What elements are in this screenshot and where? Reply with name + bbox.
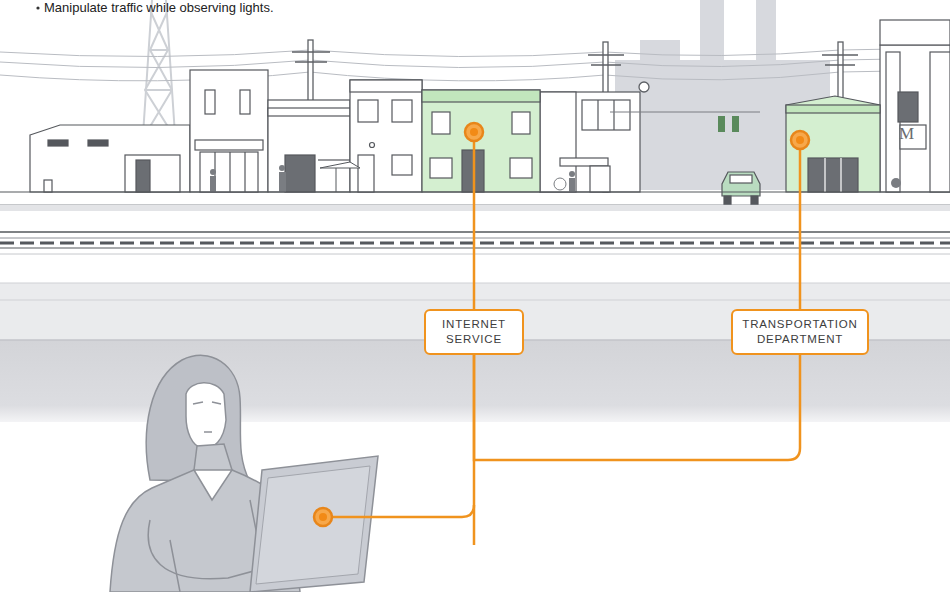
label-box: TRANSPORTATION DEPARTMENT <box>731 309 869 355</box>
car <box>722 172 760 208</box>
leader-lines <box>323 132 800 545</box>
buildings <box>30 20 950 192</box>
umbrella <box>320 162 360 192</box>
traffic-light <box>610 112 760 132</box>
building-sign: M <box>899 124 914 144</box>
box-label: TRANSPORTATION DEPARTMENT <box>739 317 861 347</box>
connector-line <box>474 355 800 460</box>
utility-poles <box>292 40 858 192</box>
pedestrians <box>210 165 901 192</box>
label-box: INTERNET SERVICE <box>424 309 524 355</box>
woman-with-laptop <box>110 355 378 592</box>
bullet-dot <box>36 6 39 9</box>
bullet-note: Manipulate traffic while observing light… <box>44 0 274 15</box>
highlighted-buildings <box>422 90 880 192</box>
box-label: INTERNET SERVICE <box>432 317 516 347</box>
power-lines <box>0 48 950 81</box>
